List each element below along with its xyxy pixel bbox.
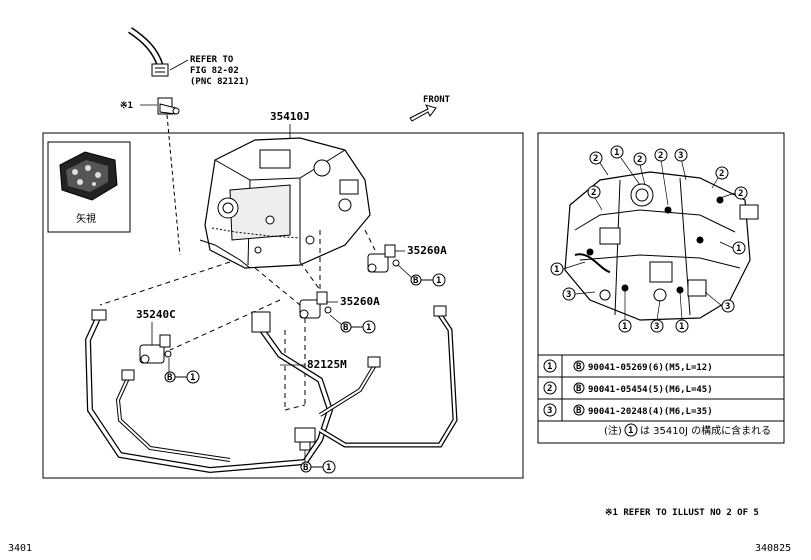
svg-text:3: 3: [678, 151, 683, 161]
svg-text:B: B: [413, 276, 419, 286]
svg-text:1: 1: [366, 323, 371, 333]
svg-text:1: 1: [554, 265, 559, 275]
main-frame: [42, 132, 524, 479]
part-82125m-label: 82125M: [307, 358, 347, 371]
svg-text:3: 3: [547, 406, 552, 416]
footnote: ※1 REFER TO ILLUST NO 2 OF 5: [605, 508, 759, 518]
svg-text:1: 1: [547, 362, 552, 372]
leader-lines: [99, 229, 376, 411]
svg-text:B: B: [576, 362, 582, 372]
solenoid-35260a-upper: [367, 244, 400, 273]
solenoid-35240c: [139, 334, 172, 364]
part-35260a-lower-label: 35260A: [340, 295, 380, 308]
solenoid-35260a-lower: [299, 291, 332, 319]
part-35410j-label: 35410J: [270, 110, 310, 123]
svg-text:2: 2: [547, 384, 552, 394]
note1-mark: ※1: [120, 101, 133, 111]
svg-text:90041-05454(5)(M6,L=45): 90041-05454(5)(M6,L=45): [588, 385, 713, 395]
bolt-table-row-3: 3 B 90041-20248(4)(M6,L=35): [543, 403, 713, 417]
part-35260a-upper-label: 35260A: [407, 244, 447, 257]
page-right-code: 340825: [755, 543, 791, 554]
svg-text:B: B: [343, 323, 349, 333]
bolt-table-row-2: 2 B 90041-05454(5)(M6,L=45): [543, 381, 713, 395]
svg-text:1: 1: [679, 322, 684, 332]
svg-text:90041-20248(4)(M6,L=35): 90041-20248(4)(M6,L=35): [588, 407, 713, 417]
svg-text:1: 1: [628, 426, 633, 436]
svg-text:(注): (注): [604, 424, 622, 437]
detail-frame: [537, 132, 785, 444]
valve-body-35410j: [199, 137, 371, 269]
svg-text:90041-05269(6)(M5,L=12): 90041-05269(6)(M5,L=12): [588, 363, 713, 373]
svg-text:1: 1: [614, 148, 619, 158]
bolt-callout-bottom: B 1: [300, 450, 336, 474]
svg-text:2: 2: [738, 189, 743, 199]
svg-text:2: 2: [658, 151, 663, 161]
inset-valve-icon: [59, 151, 118, 201]
refer-line1: REFER TO: [190, 55, 234, 65]
svg-text:1: 1: [622, 322, 627, 332]
harness-connectors: [91, 305, 447, 451]
svg-text:B: B: [303, 463, 309, 473]
sensor-harness: [128, 27, 169, 77]
svg-text:3: 3: [566, 290, 571, 300]
svg-text:2: 2: [637, 155, 642, 165]
front-arrow-icon: [409, 104, 437, 122]
part-35240c-label: 35240C: [136, 308, 176, 321]
speed-sensor: [157, 97, 180, 115]
detail-valve-body: [564, 171, 759, 321]
bolt-table: [537, 354, 785, 422]
svg-text:1: 1: [736, 244, 741, 254]
svg-text:3: 3: [725, 302, 730, 312]
front-label: FRONT: [423, 95, 451, 105]
bolt-table-row-1: 1 B 90041-05269(6)(M5,L=12): [543, 359, 713, 373]
wire-harness-82125m: [84, 313, 458, 474]
inset-view-box: [47, 141, 131, 233]
detail-leaders: [562, 157, 736, 321]
svg-text:B: B: [576, 384, 582, 394]
refer-line3: (PNC 82121): [190, 77, 250, 87]
component-note: (注) 1 は 35410J の構成に含まれる: [604, 423, 771, 437]
svg-text:は 35410J の構成に含まれる: は 35410J の構成に含まれる: [640, 424, 771, 437]
svg-text:3: 3: [654, 322, 659, 332]
detail-circle-labels: [550, 145, 748, 333]
svg-text:1: 1: [326, 463, 331, 473]
svg-text:2: 2: [591, 188, 596, 198]
bolt-callout-mid: B 1: [329, 314, 376, 334]
svg-text:1: 1: [190, 373, 195, 383]
svg-text:B: B: [576, 406, 582, 416]
svg-text:1: 1: [436, 276, 441, 286]
page-left-code: 3401: [8, 543, 32, 554]
svg-text:2: 2: [593, 154, 598, 164]
bolt-callout-left: B 1: [164, 358, 200, 384]
refer-line2: FIG 82-02: [190, 66, 239, 76]
svg-text:B: B: [167, 373, 173, 383]
bolt-callout-upper: B 1: [397, 264, 446, 287]
view-label: 矢視: [76, 212, 96, 225]
detail-circle-numbers: 2 1 2 2 3 2 2 2 1 1 3 1 3 1 3: [554, 148, 743, 332]
svg-text:2: 2: [719, 169, 724, 179]
